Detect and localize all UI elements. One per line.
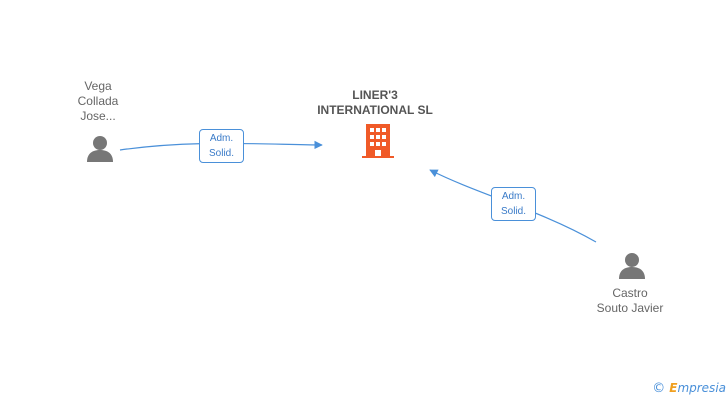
company-name-line2: INTERNATIONAL SL bbox=[317, 103, 433, 117]
person-name-line1: Castro bbox=[612, 286, 648, 300]
person-name-line3: Jose... bbox=[80, 109, 116, 123]
edge-label-line1: Adm. bbox=[501, 191, 526, 202]
building-icon[interactable] bbox=[362, 124, 394, 163]
edge-label-castro[interactable]: Adm. Solid. bbox=[491, 187, 536, 221]
person-castro-label[interactable]: Castro Souto Javier bbox=[580, 286, 680, 316]
company-name[interactable]: LINER'3 INTERNATIONAL SL bbox=[300, 88, 450, 118]
person-icon[interactable] bbox=[86, 134, 114, 167]
person-name-line1: Vega bbox=[84, 79, 112, 93]
edge-label-line2: Solid. bbox=[208, 148, 234, 159]
edge-label-vega[interactable]: Adm. Solid. bbox=[199, 129, 244, 163]
person-icon[interactable] bbox=[618, 251, 646, 284]
brand-rest: mpresia bbox=[677, 381, 726, 395]
empresia-watermark: ©Empresia bbox=[652, 381, 726, 396]
person-name-line2: Souto Javier bbox=[596, 301, 664, 315]
edge-label-line2: Solid. bbox=[500, 206, 526, 217]
company-name-line1: LINER'3 bbox=[352, 88, 398, 102]
person-vega-label[interactable]: Vega Collada Jose... bbox=[58, 79, 138, 124]
edge-label-line1: Adm. bbox=[209, 133, 234, 144]
copyright-icon: © bbox=[652, 381, 666, 396]
person-name-line2: Collada bbox=[77, 94, 119, 108]
brand-initial: E bbox=[669, 381, 678, 395]
